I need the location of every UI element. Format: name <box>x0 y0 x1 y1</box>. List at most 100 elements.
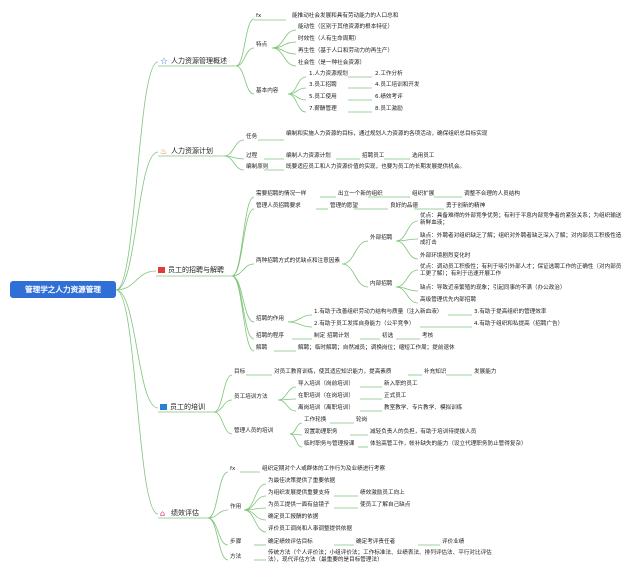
requirement-item[interactable]: 勇于创新的精神 <box>446 203 486 209</box>
node-principle[interactable]: 编制原则 <box>246 164 269 170</box>
process-step[interactable]: 编制人力资源计划 <box>286 153 331 159</box>
case-item[interactable]: 调整不合理的人员结构 <box>464 191 520 197</box>
node-goal[interactable]: 目标 <box>234 369 246 375</box>
goal-item[interactable]: 补充知识 <box>424 369 447 375</box>
manager-training-desc[interactable]: 轮岗 <box>356 417 368 423</box>
node-basic-content[interactable]: 基本内容 <box>256 88 279 94</box>
case-item[interactable]: 出立一个新的组织 <box>338 191 383 197</box>
node-task[interactable]: 任务 <box>246 134 258 140</box>
star-icon: ☆ <box>160 57 169 67</box>
node-perf-fx-text[interactable]: 组织定期对个人或群体的工作行为及业绩进行考察 <box>262 466 386 472</box>
node-recruit-procedure[interactable]: 招聘的程序 <box>256 333 284 339</box>
manager-training-desc[interactable]: 减轻负责人的负担，有助于培训待提拔人员 <box>370 429 477 435</box>
node-perf-role[interactable]: 作用 <box>230 504 242 510</box>
perf-role-item[interactable]: 确定员工报酬的依据 <box>268 514 319 520</box>
node-manager-requirements[interactable]: 管理人员招聘要求 <box>256 203 301 209</box>
process-step[interactable]: 选用员工 <box>412 153 435 159</box>
perf-step[interactable]: 评价业绩 <box>442 539 465 545</box>
perf-role-item[interactable]: 评价员工调岗和人事调整提供依据 <box>268 526 352 532</box>
node-two-methods[interactable]: 两种招聘方式的优缺点和注意因素 <box>256 258 340 264</box>
content-item[interactable]: 3.员工招聘 <box>309 82 337 88</box>
procedure-step[interactable]: 初选 <box>382 333 394 339</box>
node-perf-steps[interactable]: 步骤 <box>230 539 242 545</box>
feature-item[interactable]: 时效性（人有生命周期） <box>298 36 360 42</box>
branch-recruitment[interactable]: 员工的招聘与解聘 <box>158 266 224 275</box>
node-perf-fx[interactable]: fx <box>230 466 236 472</box>
internal-cons[interactable]: 缺点：导致近亲繁殖的现象；引起同事的不满（办公政治） <box>420 285 566 291</box>
procedure-step[interactable]: 制定 招聘计划 <box>314 333 350 339</box>
content-item[interactable]: 4.员工培训和开发 <box>375 82 420 88</box>
role-item[interactable]: 2.有助于员工发挥自身能力（公平竞争） <box>314 321 415 327</box>
connector <box>395 269 419 288</box>
manager-training-item[interactable]: 临时职务与管理授课 <box>304 441 355 447</box>
node-external[interactable]: 外部招聘 <box>370 235 393 241</box>
feature-item[interactable]: 能动性（区别于其他资源的根本特征） <box>298 24 394 30</box>
perf-role-item[interactable]: 使员工了解自己缺点 <box>360 502 411 508</box>
root-node[interactable]: 管理学之人力资源管理 <box>10 281 116 298</box>
branch-training[interactable]: 员工的培训 <box>160 403 205 412</box>
perf-method-text[interactable]: 传统方法（个人评价法；小组评价法；工作标准法、业绩表法、排列评估法、平行对比评估… <box>268 550 492 563</box>
role-item[interactable]: 4.有助于组织和私提高（招聘广告） <box>474 321 564 327</box>
method-target[interactable]: 教室教学、专片教学、模拟训练 <box>384 405 463 411</box>
method-item[interactable]: 离岗培训（离职培训） <box>298 405 354 411</box>
connector <box>231 208 255 277</box>
branch-performance[interactable]: ⌂绩效评估 <box>160 509 199 518</box>
external-note[interactable]: 外部环境剧烈变化时 <box>420 253 471 259</box>
feature-item[interactable]: 再生性（基于人口和劳动力的再生产） <box>298 48 394 54</box>
external-cons[interactable]: 缺点：外聘者对组织缺乏了解；组织对外聘者缺乏深入了解；对内部员工积极性造成打击 <box>420 233 622 246</box>
node-principle-text[interactable]: 既要适应员工和人力资源价值的实现，也要为员工的长期发展提供机会。 <box>286 164 466 170</box>
process-step[interactable]: 招聘员工 <box>362 153 385 159</box>
node-task-text[interactable]: 编制和实施人力资源的目标，通过规划人力资源的各项活动，确保组织总目标实现 <box>286 131 488 137</box>
node-process[interactable]: 过程 <box>246 153 258 159</box>
perf-role-item[interactable]: 为组织发展提供重要支持 <box>268 490 330 496</box>
method-target[interactable]: 新入职的员工 <box>384 381 418 387</box>
content-item[interactable]: 6.绩效考评 <box>375 94 403 100</box>
perf-role-item[interactable]: 为员工提供一面有益镜子 <box>268 502 330 508</box>
role-item[interactable]: 3.有助于提高组织的管理效率 <box>474 309 547 315</box>
role-item[interactable]: 1.有助于改善组织劳动力结构与质量（注入新血液） <box>314 309 443 315</box>
goal-item[interactable]: 发展能力 <box>474 369 497 375</box>
manager-training-desc[interactable]: 体验高管工作，帐补缺失的能力（设立代理职务防止管得复杂） <box>370 441 527 447</box>
node-training-methods[interactable]: 员工培训方法 <box>234 394 268 400</box>
branch-hr-overview[interactable]: ☆人力资源管理概述 <box>160 57 227 67</box>
node-perf-method[interactable]: 方法 <box>230 554 242 560</box>
perf-step[interactable]: 确定考评责任者 <box>356 539 396 545</box>
manager-training-item[interactable]: 设置助理职务 <box>304 429 338 435</box>
node-recruit-cases[interactable]: 需要招聘的情况一样 <box>256 191 307 197</box>
method-item[interactable]: 在职培训（在岗培训） <box>298 393 354 399</box>
content-item[interactable]: 5.员工使用 <box>309 94 337 100</box>
node-features[interactable]: 特点 <box>256 42 268 48</box>
internal-note[interactable]: 高级管理优先内部招聘 <box>420 297 476 303</box>
content-item[interactable]: 7.薪酬管理 <box>309 106 337 112</box>
connector <box>115 289 159 409</box>
method-target[interactable]: 正式员工 <box>384 393 407 399</box>
feature-item[interactable]: 社会性（是一种社会资源） <box>298 60 366 66</box>
method-item[interactable]: 导入培训（岗前培训） <box>298 381 354 387</box>
node-dismissal[interactable]: 解聘 <box>256 345 268 351</box>
requirement-item[interactable]: 管理的愿望 <box>330 203 358 209</box>
perf-step[interactable]: 确定绩效评估目标 <box>268 539 313 545</box>
content-item[interactable]: 2.工作分析 <box>375 71 403 77</box>
procedure-step[interactable]: 考核 <box>422 333 434 339</box>
manager-training-item[interactable]: 工作轮换 <box>304 417 327 423</box>
node-recruit-role[interactable]: 招聘的作用 <box>256 316 284 322</box>
connector <box>395 220 419 242</box>
goal-item[interactable]: 对员工教育训练，使其适应知识能力，提高素质 <box>274 369 392 375</box>
connector <box>207 509 229 519</box>
node-fx[interactable]: fx <box>256 13 262 19</box>
branch-hr-planning[interactable]: ♨人力资源计划 <box>160 147 213 156</box>
node-manager-training[interactable]: 管理人员的培训 <box>234 428 274 434</box>
node-fx-text[interactable]: 能推动社会发展和具有劳动能力的人口总和 <box>292 13 399 19</box>
internal-pros[interactable]: 优点：调动员工积极性；有利于吸引外部人才；保证选聘工作的正确性（对内部员工更了解… <box>420 264 622 277</box>
connector <box>235 47 255 67</box>
perf-role-item[interactable]: 绩效激励员工向上 <box>360 490 405 496</box>
dismissal-text[interactable]: 解聘；临时解聘；自然减员；调换岗位；缩短工作周；提前退休 <box>298 345 455 351</box>
content-item[interactable]: 1.人力资源规划 <box>309 71 348 77</box>
external-pros[interactable]: 优点：具备难得的外部竞争优势；有利于平息内部竞争者的紧张关系；为组织输送新鲜血液… <box>420 213 622 226</box>
requirement-item[interactable]: 良好的品德 <box>390 203 418 209</box>
case-item[interactable]: 组织扩展 <box>412 191 435 197</box>
node-internal[interactable]: 内部招聘 <box>370 281 393 287</box>
content-item[interactable]: 8.员工激励 <box>375 106 403 112</box>
perf-role-item[interactable]: 为最佳决策提供了重要依据 <box>268 478 336 484</box>
